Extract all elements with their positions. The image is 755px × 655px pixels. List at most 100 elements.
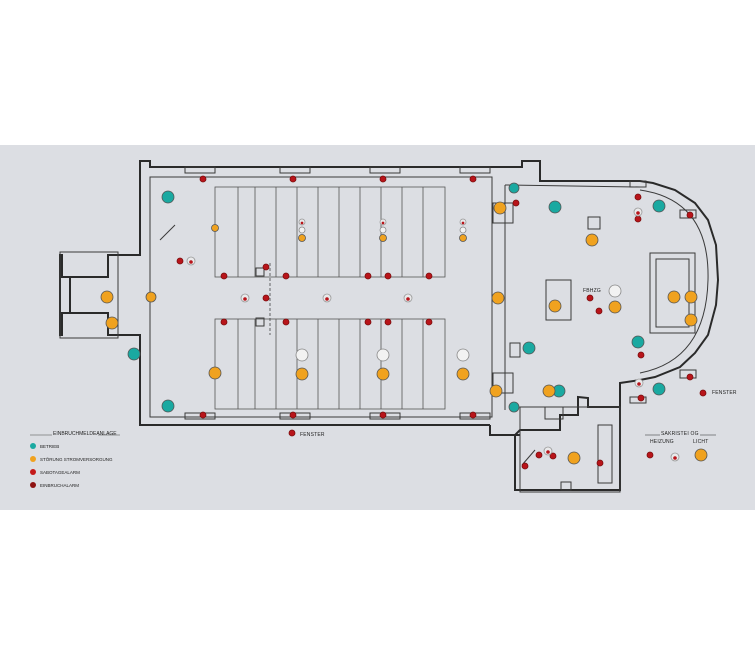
building-outline (59, 160, 720, 493)
legend-item-betrieb: BETRIEB (30, 443, 59, 449)
led-red-icon (300, 221, 304, 225)
label-fbhzg: FBHZG (583, 288, 601, 294)
status-lamp-stoerung (667, 290, 681, 304)
status-lamp-alarm (596, 459, 604, 467)
status-lamp-alarm (288, 429, 296, 437)
status-lamp-alarm (425, 272, 433, 280)
label-heizung: HEIZUNG (650, 439, 674, 445)
status-lamp-alarm (199, 175, 207, 183)
status-lamp-alarm (595, 307, 603, 315)
status-lamp-alarm (289, 175, 297, 183)
status-lamp-off (456, 348, 470, 362)
status-lamp-alarm (586, 294, 594, 302)
status-lamp-alarm (364, 272, 372, 280)
status-lamp-alarm (699, 389, 707, 397)
status-lamp-betrieb (631, 335, 645, 349)
legend-item-einbruch: EINBRUCHALARM (30, 482, 79, 488)
status-lamp-alarm (646, 451, 654, 459)
status-lamp-alarm (634, 215, 642, 223)
status-lamp-betrieb (522, 341, 536, 355)
status-lamp-stoerung (105, 316, 119, 330)
led-red-icon (406, 297, 410, 301)
status-lamp-stoerung (684, 290, 698, 304)
status-lamp-stoerung (379, 234, 387, 242)
status-lamp-stoerung (684, 313, 698, 327)
status-lamp-stoerung (295, 367, 309, 381)
status-lamp-alarm (686, 211, 694, 219)
label-sakristei: SAKRISTEI OG (661, 431, 699, 437)
led-red-icon (673, 456, 677, 460)
status-lamp-betrieb (548, 200, 562, 214)
status-lamp-alarm (220, 272, 228, 280)
label-licht: LICHT (693, 439, 709, 445)
status-lamp-stoerung (100, 290, 114, 304)
label-fenster-chancel: FENSTER (712, 390, 737, 396)
status-lamp-off (376, 348, 390, 362)
teal-lamp-icon (30, 443, 36, 449)
status-lamp-off (295, 348, 309, 362)
status-lamp-stoerung (567, 451, 581, 465)
status-lamp-alarm (637, 351, 645, 359)
led-red-icon (546, 450, 550, 454)
legend-label: SABOTAGEALARM (40, 469, 80, 475)
status-lamp-betrieb (508, 182, 520, 194)
status-lamp-alarm (549, 452, 557, 460)
status-lamp-stoerung (298, 234, 306, 242)
red-lamp-icon (30, 469, 36, 475)
pillar-marker (255, 267, 265, 277)
status-lamp-stoerung (608, 300, 622, 314)
floor-plan (30, 160, 720, 493)
led-red-icon (636, 211, 640, 215)
status-lamp-betrieb (652, 382, 666, 396)
status-lamp-betrieb (161, 190, 175, 204)
status-lamp-alarm (220, 318, 228, 326)
orange-lamp-icon (30, 456, 36, 462)
status-lamp-alarm (686, 373, 694, 381)
status-lamp-alarm (384, 272, 392, 280)
pews-lower (214, 318, 446, 410)
status-lamp-stoerung (145, 291, 157, 303)
status-lamp-alarm (176, 257, 184, 265)
darkred-lamp-icon (30, 482, 36, 488)
status-lamp-alarm (282, 318, 290, 326)
status-lamp-alarm (289, 411, 297, 419)
legend-label: BETRIEB (40, 443, 60, 449)
status-lamp-alarm (512, 199, 520, 207)
led-red-icon (189, 260, 193, 264)
status-lamp-stoerung (459, 234, 467, 242)
status-lamp-off (459, 226, 467, 234)
status-lamp-alarm (379, 411, 387, 419)
status-lamp-betrieb (508, 401, 520, 413)
panel-title: EINBRUCHMELDEANLAGE (53, 431, 117, 437)
legend-label: EINBRUCHALARM (40, 482, 80, 488)
pillar-marker (255, 317, 265, 327)
status-lamp-stoerung (585, 233, 599, 247)
status-lamp-stoerung (542, 384, 556, 398)
status-lamp-alarm (384, 318, 392, 326)
status-lamp-stoerung (208, 366, 222, 380)
status-lamp-stoerung (548, 299, 562, 313)
status-lamp-alarm (521, 462, 529, 470)
indicator-lamps (100, 175, 708, 470)
legend-item-stoerung: STÖRUNG STROMVERSORGUNG (30, 456, 113, 462)
status-lamp-stoerung (211, 224, 219, 232)
pews-upper (214, 186, 446, 278)
legend-label: STÖRUNG STROMVERSORGUNG (40, 456, 113, 462)
status-lamp-stoerung (493, 201, 507, 215)
led-red-icon (325, 297, 329, 301)
status-lamp-stoerung (376, 367, 390, 381)
status-lamp-alarm (262, 263, 270, 271)
status-lamp-alarm (199, 411, 207, 419)
status-lamp-stoerung (694, 448, 708, 462)
status-lamp-alarm (282, 272, 290, 280)
status-lamp-stoerung (491, 291, 505, 305)
status-lamp-off (608, 284, 622, 298)
status-lamp-alarm (535, 451, 543, 459)
status-lamp-alarm (469, 411, 477, 419)
status-lamp-alarm (634, 193, 642, 201)
status-lamp-alarm (637, 394, 645, 402)
status-lamp-alarm (262, 294, 270, 302)
status-lamp-off (298, 226, 306, 234)
status-lamp-betrieb (127, 347, 141, 361)
status-lamp-alarm (425, 318, 433, 326)
